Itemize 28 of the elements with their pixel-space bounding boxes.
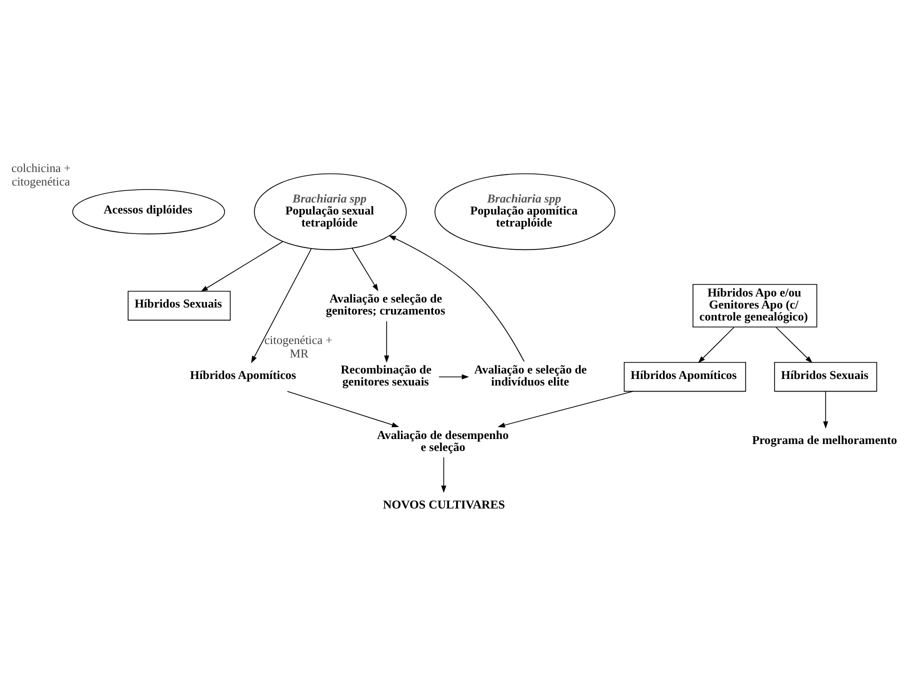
node-ellipse: Brachiaria spp População sexual tetraplóide [254,173,407,250]
node-label: citogenética + MR [264,332,332,361]
node-text: Híbridos Apomíticos [190,368,296,382]
arrow [251,248,312,364]
arrow [286,390,400,428]
arrow [823,391,828,429]
node-box: Híbridos Sexuais [774,362,878,392]
node-text: Avaliação de desempenho e seleção [376,428,509,454]
arrow [352,248,378,292]
node-ellipse: Acessos diplóides [72,189,226,234]
arrow [438,374,470,380]
node-label: colchicina + citogenética [11,160,71,189]
arrow [498,390,634,428]
node-text: Programa de melhoramento [752,432,898,447]
node-text: Avaliação e seleção de genitores; cruzamentos [326,291,446,318]
arrow [441,456,446,493]
node-text: Avaliação e seleção de indivíduos elite [474,362,587,389]
arrow [698,326,734,364]
arrow [200,241,284,292]
node-box: Híbridos Sexuais [128,290,231,321]
node-box: Híbridos Apo e/ou Genitores Apo (c/ controle genealógico) [692,284,818,328]
node-text: NOVOS CULTIVARES [383,497,505,512]
node-box: Híbridos Apomíticos [624,362,746,392]
arrow [384,320,390,363]
node-ellipse: Brachiaria spp População apomítica tetraplóide [434,173,616,250]
node-text: Recombinação de genitores sexuais [340,362,432,389]
arrow [388,235,525,362]
arrow [776,326,812,364]
